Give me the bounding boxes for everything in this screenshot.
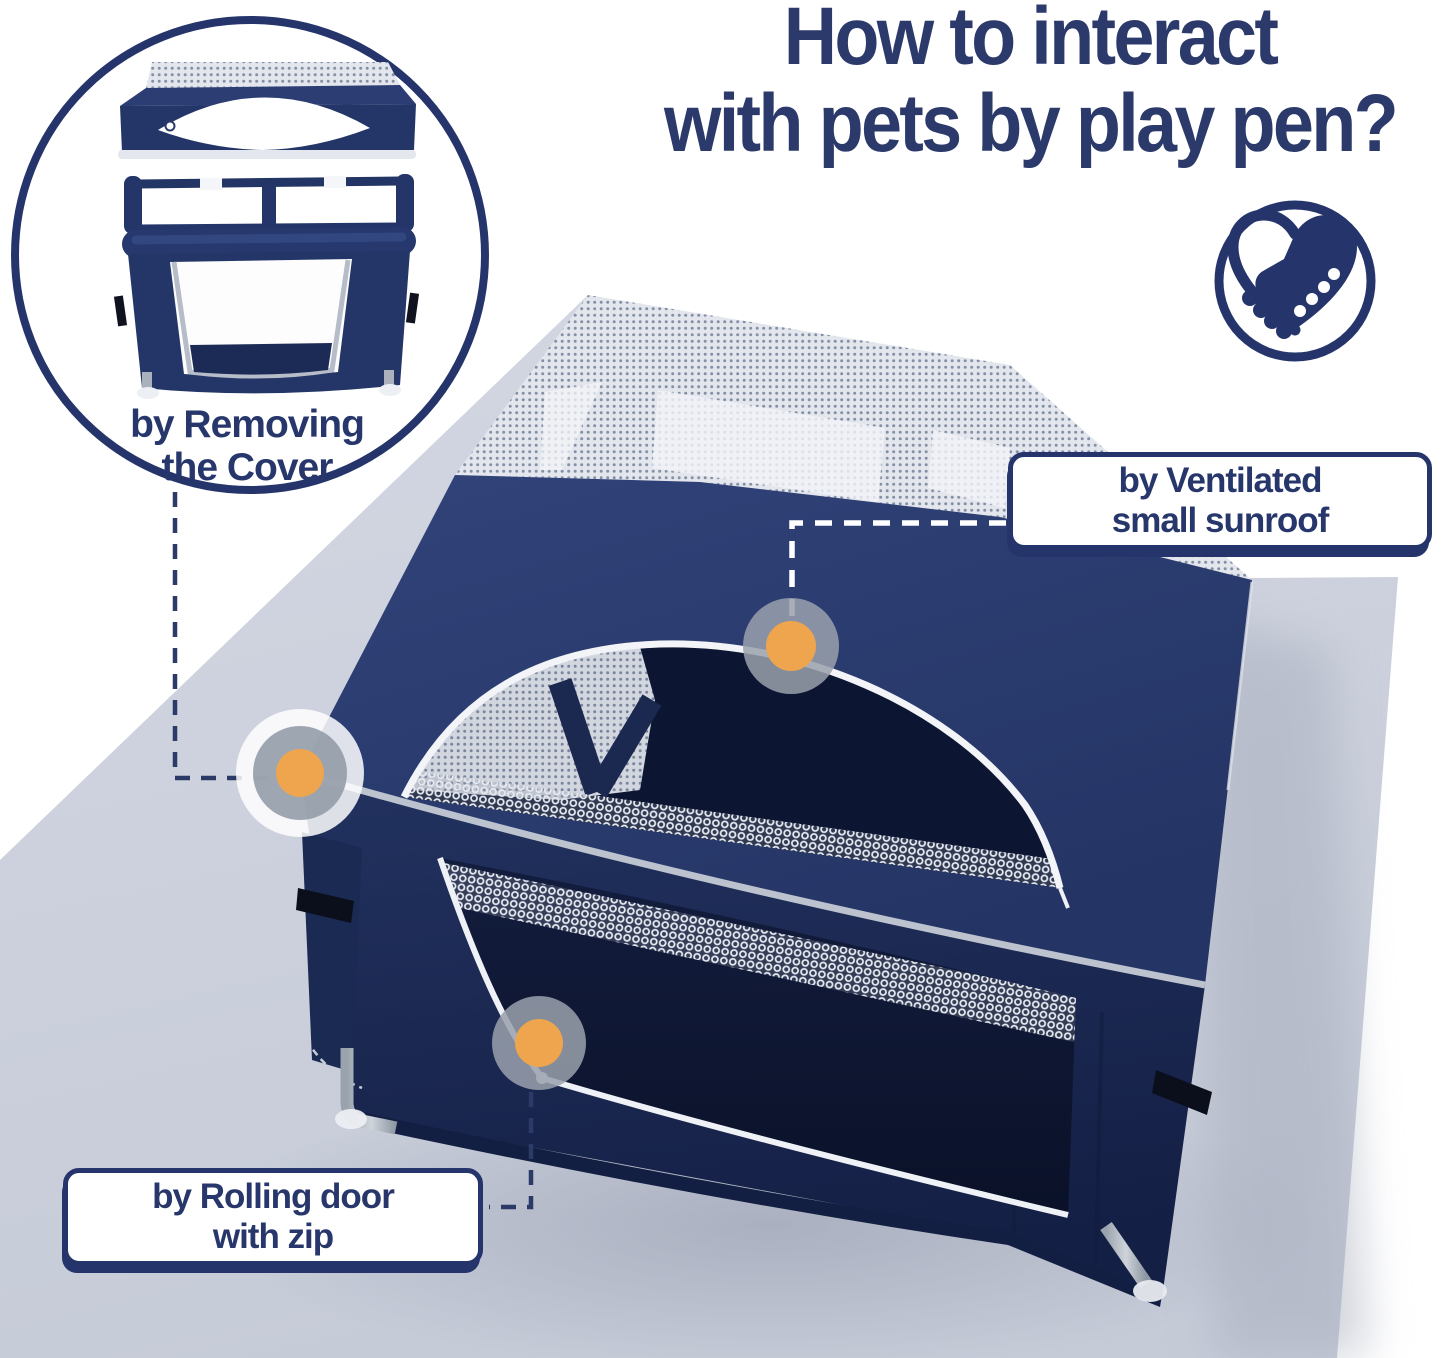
- callout-sunroof: by Ventilated small sunroof: [1008, 452, 1432, 550]
- callout-door-line1: by Rolling door: [152, 1177, 395, 1217]
- wall-crease-right: [1094, 1011, 1104, 1263]
- cover-piping: [299, 769, 1206, 989]
- mesh-window: [928, 430, 1010, 508]
- foot-right: [1133, 1280, 1167, 1302]
- inset-playpen: [113, 174, 420, 399]
- playpen-base-bar: [350, 1110, 1162, 1307]
- heart-handshake-icon: [1214, 200, 1376, 362]
- door-opening: [440, 858, 1076, 1215]
- page-title-line1: How to interact: [783, 0, 1279, 82]
- callout-door-line2: with zip: [212, 1217, 334, 1256]
- inset-circle: by Removing the Cover: [11, 16, 489, 494]
- leader-line-sunroof: [789, 520, 1006, 636]
- page-title-line2: with pets by play pen?: [663, 77, 1399, 169]
- cover-right-edge-highlight: [1226, 581, 1254, 791]
- sunroof-interior: [404, 647, 1060, 888]
- mesh-window: [652, 390, 885, 502]
- inset-cover: [118, 62, 416, 159]
- foot-front-left: [335, 1109, 367, 1129]
- marker-sunroof: [743, 598, 839, 694]
- marker-cover: [236, 709, 364, 837]
- inset-caption-line1: by Removing: [130, 403, 364, 446]
- strap-right: [1152, 1070, 1212, 1115]
- door-interior: [440, 862, 1076, 1042]
- strap-buckle-left: [298, 893, 314, 909]
- inset-caption-line2: the Cover: [162, 446, 334, 489]
- playpen-illustration: [296, 295, 1254, 1307]
- callout-sunroof-line1: by Ventilated: [1118, 461, 1323, 501]
- callout-door: by Rolling door with zip: [63, 1168, 483, 1266]
- side-pocket-left: [302, 832, 362, 1072]
- pocket-stitch-left: [304, 1039, 363, 1090]
- page-title: How to interact with pets by play pen?: [657, 0, 1404, 168]
- leader-line-cover: [172, 492, 276, 781]
- callout-sunroof-line2: small sunroof: [1111, 501, 1329, 540]
- leg-right: [1100, 1222, 1152, 1288]
- marker-door: [492, 996, 586, 1090]
- door-zipper: [437, 857, 1069, 1218]
- sunroof-zipper-pull: [1058, 887, 1070, 909]
- mesh-window: [540, 382, 602, 470]
- leader-line-door: [489, 1092, 534, 1210]
